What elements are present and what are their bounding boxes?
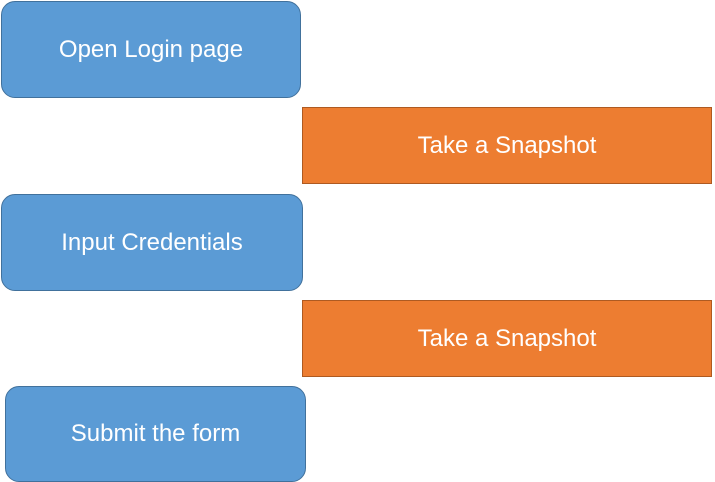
step-label: Open Login page: [58, 35, 244, 63]
step-take-snapshot-2: Take a Snapshot: [302, 300, 712, 377]
step-label: Take a Snapshot: [417, 324, 597, 352]
step-label: Submit the form: [70, 420, 241, 447]
step-label: Take a Snapshot: [417, 131, 597, 159]
step-label: Input Credentials: [61, 228, 243, 256]
step-take-snapshot-1: Take a Snapshot: [302, 107, 712, 184]
step-open-login-page: Open Login page: [1, 1, 301, 98]
step-input-credentials: Input Credentials: [1, 194, 303, 291]
step-submit-form: Submit the form: [5, 386, 306, 482]
